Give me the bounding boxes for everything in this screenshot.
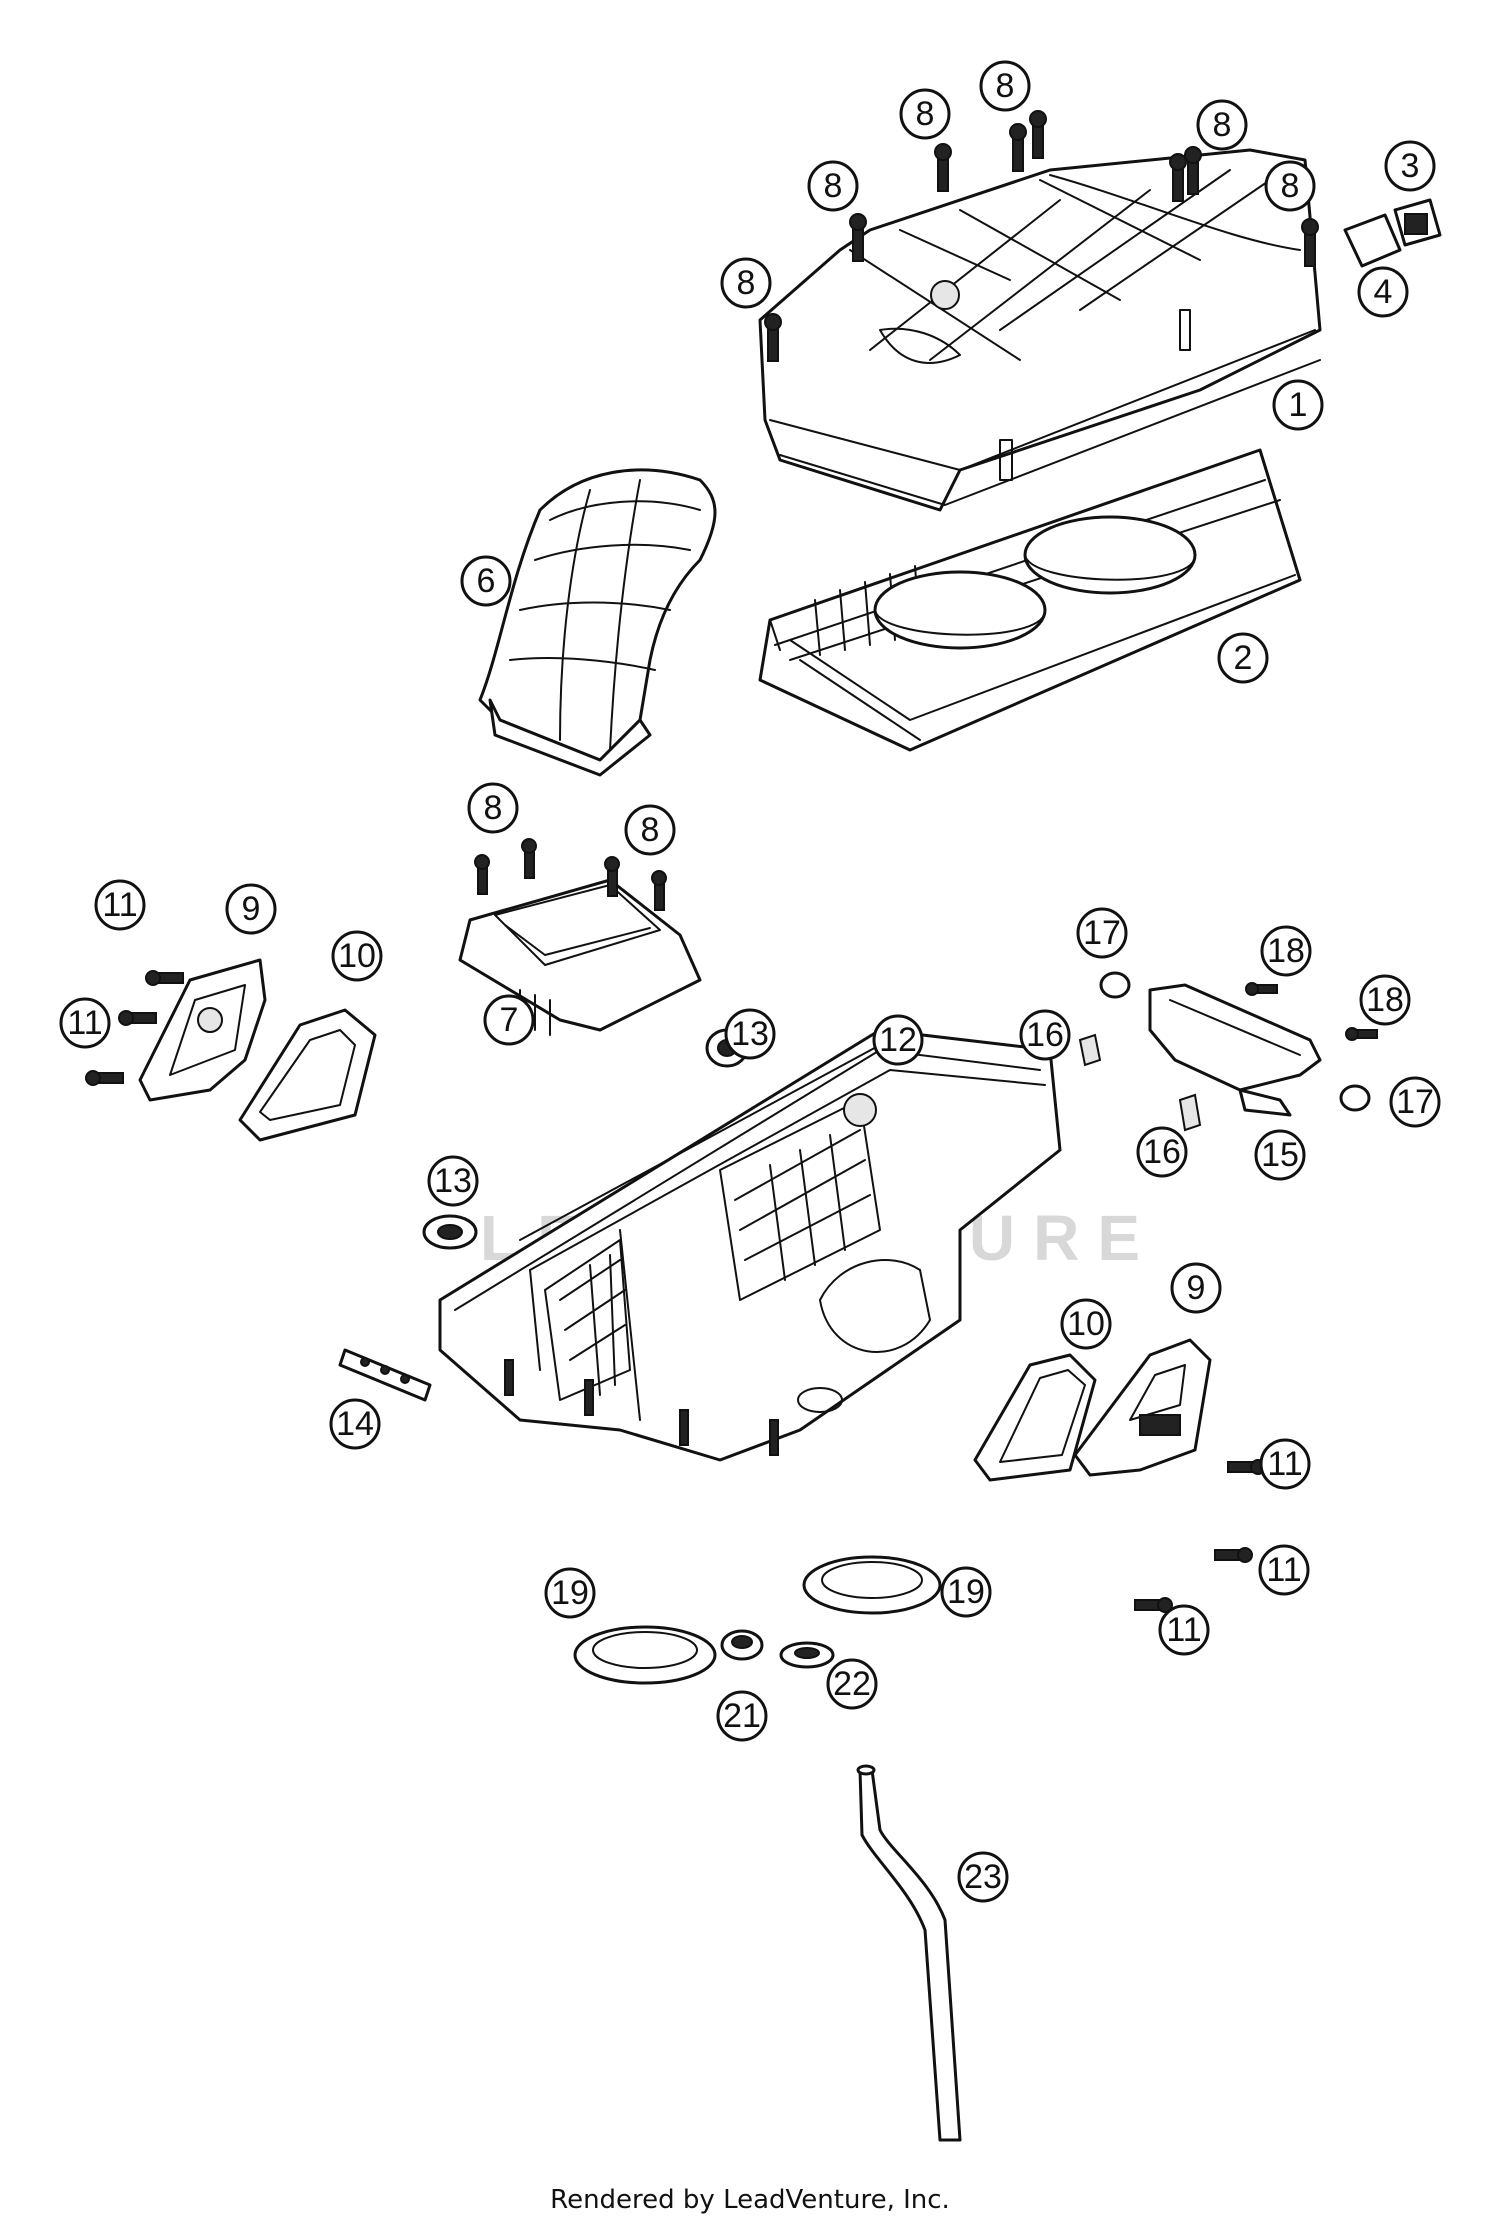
svg-text:4: 4: [1374, 273, 1393, 311]
svg-text:14: 14: [336, 1405, 374, 1443]
part-air-filter: [758, 448, 1302, 752]
callout-9-right: 9: [1170, 1262, 1222, 1314]
callout-21: 21: [716, 1690, 768, 1742]
callout-17-b: 17: [1389, 1076, 1441, 1128]
svg-text:6: 6: [477, 562, 496, 600]
callout-16-a: 16: [1019, 1009, 1071, 1061]
svg-text:12: 12: [879, 1021, 917, 1059]
svg-text:19: 19: [947, 1573, 985, 1611]
callout-8-a: 8: [899, 88, 951, 140]
callout-8-b: 8: [979, 60, 1031, 112]
svg-text:8: 8: [824, 167, 843, 205]
callout-15: 15: [1254, 1129, 1306, 1181]
callout-8-h: 8: [624, 804, 676, 856]
svg-text:11: 11: [67, 1004, 102, 1042]
svg-text:11: 11: [1266, 1551, 1301, 1589]
callout-9-left: 9: [225, 883, 277, 935]
svg-text:17: 17: [1083, 914, 1121, 952]
part-side-cover-left: [85, 958, 377, 1142]
svg-text:8: 8: [916, 95, 935, 133]
callout-11-d: 11: [1258, 1544, 1310, 1596]
callout-16-b: 16: [1136, 1126, 1188, 1178]
callout-11-c: 11: [1259, 1438, 1311, 1490]
callout-11-b: 11: [59, 997, 111, 1049]
callout-23: 23: [957, 1851, 1009, 1903]
svg-text:22: 22: [833, 1665, 871, 1703]
callout-22: 22: [826, 1658, 878, 1710]
svg-text:8: 8: [996, 67, 1015, 105]
callout-8-c: 8: [1196, 99, 1248, 151]
svg-text:11: 11: [102, 886, 137, 924]
svg-text:8: 8: [641, 811, 660, 849]
callout-10-right: 10: [1060, 1298, 1112, 1350]
svg-text:17: 17: [1396, 1083, 1434, 1121]
part-intake-duct: [478, 468, 717, 777]
cover-screws: [764, 110, 1319, 362]
part-seal-and-cap: [1343, 198, 1442, 268]
callout-6: 6: [460, 555, 512, 607]
callout-10-left: 10: [331, 930, 383, 982]
svg-text:18: 18: [1366, 981, 1404, 1019]
svg-text:11: 11: [1166, 1611, 1201, 1649]
callout-2: 2: [1217, 632, 1269, 684]
svg-text:10: 10: [1067, 1305, 1105, 1343]
svg-text:9: 9: [242, 890, 261, 928]
callout-13-top: 13: [724, 1008, 776, 1060]
callout-19-right: 19: [940, 1566, 992, 1618]
callout-1: 1: [1272, 379, 1324, 431]
svg-text:2: 2: [1234, 639, 1253, 677]
part-airbox-housing: [438, 1028, 1062, 1462]
callout-18-b: 18: [1359, 974, 1411, 1026]
callout-8-e: 8: [1264, 160, 1316, 212]
svg-text:8: 8: [1281, 167, 1300, 205]
svg-text:8: 8: [737, 264, 756, 302]
svg-text:13: 13: [731, 1015, 769, 1053]
callout-18-a: 18: [1260, 925, 1312, 977]
svg-text:11: 11: [1267, 1445, 1302, 1483]
callout-14: 14: [329, 1398, 381, 1450]
callout-8-f: 8: [720, 257, 772, 309]
callout-13-left: 13: [427, 1155, 479, 1207]
svg-text:18: 18: [1267, 932, 1305, 970]
svg-text:8: 8: [1213, 106, 1232, 144]
part-clip-strip: [338, 1348, 432, 1402]
callout-4: 4: [1357, 266, 1409, 318]
callout-8-d: 8: [807, 160, 859, 212]
callout-8-g: 8: [467, 782, 519, 834]
callout-11-e: 11: [1158, 1604, 1210, 1656]
callout-19-left: 19: [544, 1567, 596, 1619]
callout-3: 3: [1384, 140, 1436, 192]
part-seals: [573, 1555, 942, 1685]
callout-7: 7: [483, 994, 535, 1046]
callout-11-a: 11: [94, 879, 146, 931]
svg-text:16: 16: [1026, 1016, 1064, 1054]
svg-text:8: 8: [484, 789, 503, 827]
svg-text:1: 1: [1289, 386, 1308, 424]
svg-text:21: 21: [723, 1697, 761, 1735]
footer-credit: Rendered by LeadVenture, Inc.: [550, 2185, 950, 2215]
svg-text:10: 10: [338, 937, 376, 975]
svg-text:19: 19: [551, 1574, 589, 1612]
svg-text:23: 23: [964, 1858, 1002, 1896]
svg-text:15: 15: [1261, 1136, 1299, 1174]
callout-12: 12: [872, 1014, 924, 1066]
part-drain-hose: [856, 1764, 962, 2142]
part-side-cover-right: [973, 1338, 1266, 1613]
svg-text:16: 16: [1143, 1133, 1181, 1171]
callout-17-a: 17: [1076, 907, 1128, 959]
svg-text:13: 13: [434, 1162, 472, 1200]
part-bracket-assembly: [1078, 971, 1378, 1132]
svg-text:9: 9: [1187, 1269, 1206, 1307]
svg-text:3: 3: [1401, 147, 1420, 185]
part-airbox-cover: [758, 148, 1322, 512]
svg-text:7: 7: [500, 1001, 519, 1039]
